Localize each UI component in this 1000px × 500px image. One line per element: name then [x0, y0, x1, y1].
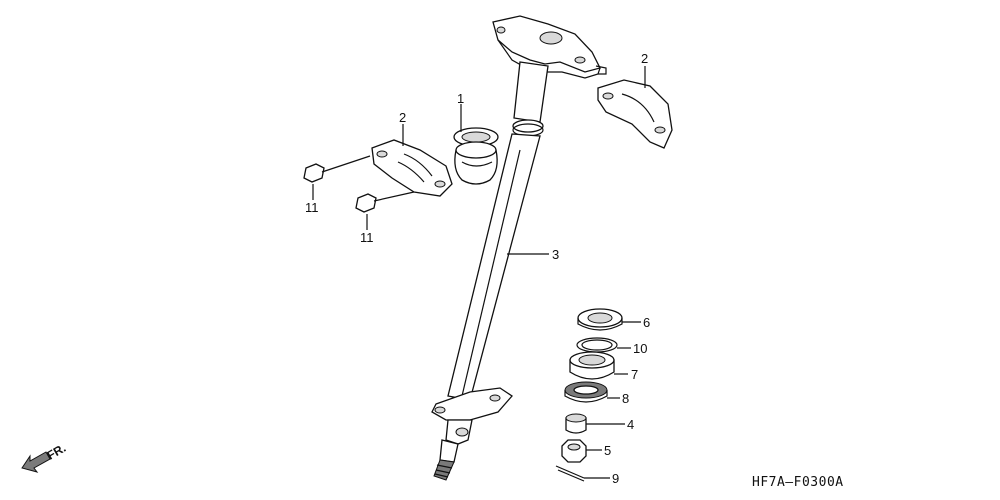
collar[interactable]: [565, 413, 587, 434]
callout-7[interactable]: 7: [631, 367, 638, 382]
castle-nut[interactable]: [561, 439, 587, 463]
callout-labels: 1 2 2 3 4 5 6 7 8 9 10 11 11: [305, 51, 650, 486]
callout-6[interactable]: 6: [643, 315, 650, 330]
callout-10[interactable]: 10: [633, 341, 647, 356]
oil-seal[interactable]: [564, 381, 608, 403]
callout-3[interactable]: 3: [552, 247, 559, 262]
leader-lines: [312, 66, 646, 479]
steering-shaft-bushing[interactable]: [453, 127, 499, 185]
front-direction-indicator: FR.: [21, 441, 68, 473]
circlip[interactable]: [576, 337, 618, 353]
callout-4[interactable]: 4: [627, 417, 634, 432]
dust-seal[interactable]: [577, 308, 623, 331]
steering-shaft[interactable]: [431, 15, 607, 481]
cotter-pin[interactable]: [555, 465, 585, 482]
callout-11-upper[interactable]: 11: [305, 200, 319, 215]
drawing-code: HF7A—F0300A: [752, 475, 844, 490]
bushing-holder-left[interactable]: [371, 139, 453, 197]
callout-11-lower[interactable]: 11: [360, 230, 374, 245]
callout-2-left[interactable]: 2: [399, 110, 406, 125]
callout-8[interactable]: 8: [622, 391, 629, 406]
bushing-holder-right[interactable]: [597, 79, 673, 149]
callout-5[interactable]: 5: [604, 443, 611, 458]
front-arrow-icon: [21, 451, 51, 473]
ball-bearing[interactable]: [569, 351, 615, 380]
callout-2-right[interactable]: 2: [641, 51, 648, 66]
callout-9[interactable]: 9: [612, 471, 619, 486]
callout-1[interactable]: 1: [457, 91, 464, 106]
flange-bolt-upper[interactable]: [303, 155, 371, 183]
flange-bolt-lower[interactable]: [355, 191, 415, 213]
